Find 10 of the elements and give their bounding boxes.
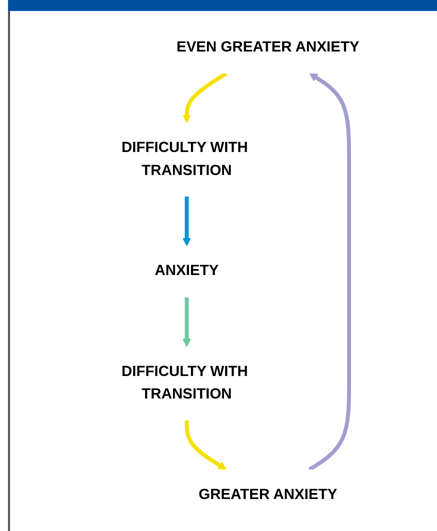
- node-text: EVEN GREATER ANXIETY: [176, 38, 359, 56]
- node-text: DIFFICULTY WITH TRANSITION: [121, 363, 248, 402]
- arrow: [308, 73, 351, 472]
- arrow: [182, 196, 191, 246]
- node-text: GREATER ANXIETY: [198, 486, 337, 503]
- arrow: [182, 72, 228, 124]
- node-text: ANXIETY: [154, 262, 218, 280]
- node-text: DIFFICULTY WITH TRANSITION: [121, 139, 248, 178]
- arrow: [184, 420, 226, 470]
- arrow: [182, 297, 191, 347]
